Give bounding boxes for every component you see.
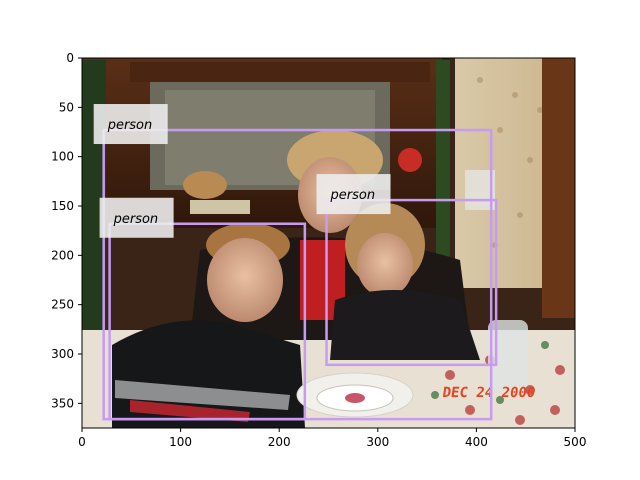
x-tick-label: 0 <box>78 435 86 449</box>
detection-label: person <box>113 212 159 227</box>
y-tick-label: 150 <box>51 199 74 213</box>
bounding-box <box>325 198 498 367</box>
detection-label: person <box>107 118 153 133</box>
y-tick-label: 350 <box>51 396 74 410</box>
y-tick-label: 50 <box>59 100 74 114</box>
label-background <box>316 174 391 215</box>
label-background <box>93 104 168 145</box>
detection-boxes: person person person <box>93 104 498 421</box>
y-tick-label: 0 <box>66 51 74 65</box>
detection-box: person <box>93 104 493 421</box>
bounding-box <box>108 222 307 421</box>
x-tick-label: 300 <box>366 435 389 449</box>
axes-frame <box>81 57 576 429</box>
y-tick-label: 250 <box>51 298 74 312</box>
y-tick-label: 200 <box>51 248 74 262</box>
x-tick-label: 100 <box>169 435 192 449</box>
x-tick-label: 500 <box>564 435 587 449</box>
detection-box: person <box>99 197 307 421</box>
axis-ticks: 0 100 200 300 400 500 0 50 100 150 200 250 300 350 <box>51 51 586 449</box>
detection-box: person <box>316 174 498 367</box>
detection-label: person <box>330 188 376 203</box>
y-tick-label: 100 <box>51 150 74 164</box>
x-tick-label: 200 <box>268 435 291 449</box>
date-stamp: DEC 24 2000 <box>441 385 536 401</box>
label-background <box>99 197 174 238</box>
y-tick-label: 300 <box>51 347 74 361</box>
x-tick-label: 400 <box>465 435 488 449</box>
